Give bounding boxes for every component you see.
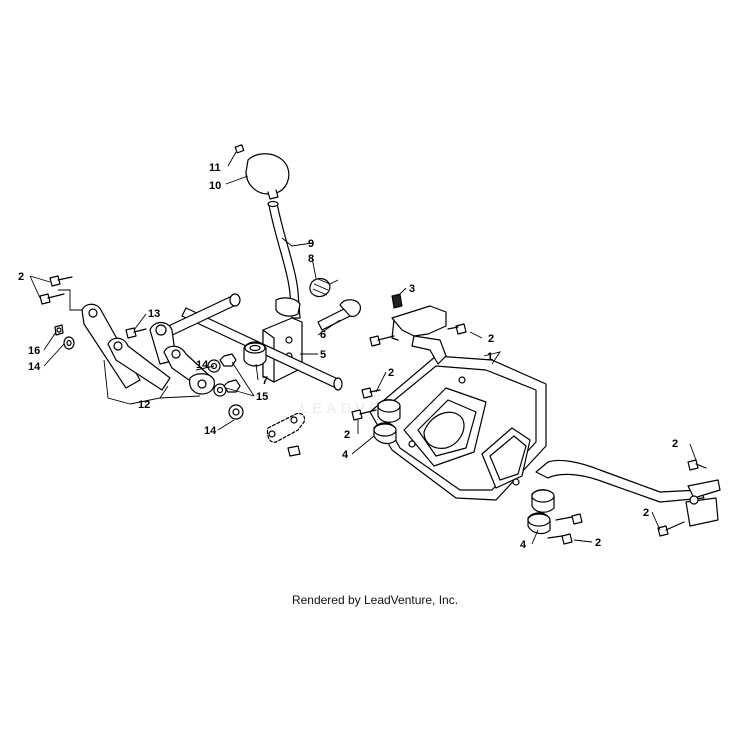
right-support-tube <box>535 459 721 527</box>
spacers <box>373 399 555 535</box>
callout-4-upper: 4 <box>342 449 349 461</box>
bushing <box>243 341 267 367</box>
callout-15: 15 <box>256 391 268 403</box>
callout-7: 7 <box>262 375 268 387</box>
callout-6: 6 <box>320 329 326 341</box>
callout-4-lower: 4 <box>520 539 527 551</box>
shift-knob <box>245 153 290 200</box>
callout-2-tube-top: 2 <box>672 438 678 450</box>
leader-lines <box>29 151 697 545</box>
callout-2-plate-top: 2 <box>488 333 494 345</box>
main-mounting-plate <box>369 355 547 501</box>
upper-support-tube <box>391 305 447 365</box>
shift-levers <box>81 303 215 395</box>
callout-12: 12 <box>138 399 150 411</box>
callout-labels: 11 10 9 8 3 2 2 13 16 14 14 6 5 7 15 12 … <box>18 162 678 551</box>
callout-11: 11 <box>209 162 221 174</box>
bolts-right <box>351 323 707 545</box>
callout-14-lower: 14 <box>204 425 217 437</box>
callout-2-upper-left: 2 <box>18 271 24 283</box>
credit-text: Rendered by LeadVenture, Inc. <box>291 593 459 607</box>
retaining-clip <box>391 293 403 309</box>
callout-5: 5 <box>320 349 326 361</box>
shift-lever <box>267 200 301 319</box>
callout-14-left: 14 <box>28 361 41 373</box>
callout-8: 8 <box>308 253 314 265</box>
callout-2-spacer: 2 <box>344 429 350 441</box>
shift-detent-arm <box>266 412 306 457</box>
callout-3: 3 <box>409 283 415 295</box>
callout-16: 16 <box>28 345 40 357</box>
callout-1: 1 <box>487 351 493 363</box>
callout-2-lower: 2 <box>595 537 601 549</box>
callout-10: 10 <box>209 180 221 192</box>
callout-9: 9 <box>308 238 314 250</box>
set-screw <box>234 144 245 154</box>
callout-2-plate-left: 2 <box>388 367 394 379</box>
link-rod <box>159 293 241 339</box>
bolts-left <box>39 275 147 339</box>
pivot-pin <box>317 299 361 331</box>
left-hardware <box>54 324 244 420</box>
callout-13: 13 <box>148 308 160 320</box>
torsion-spring <box>309 277 339 298</box>
callout-2-tube-bottom: 2 <box>643 507 649 519</box>
callout-14-mid: 14 <box>196 359 209 371</box>
